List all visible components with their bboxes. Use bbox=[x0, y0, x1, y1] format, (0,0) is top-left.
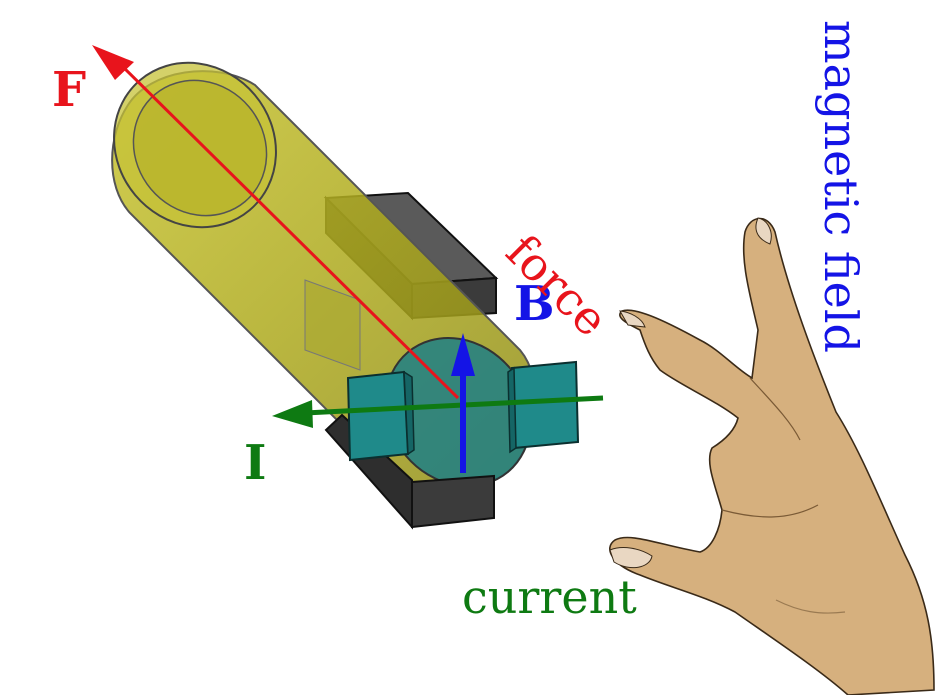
current-word-label: current bbox=[462, 570, 637, 624]
current-arrow bbox=[272, 395, 604, 428]
field-vector-label: B bbox=[514, 276, 555, 332]
brush-right bbox=[507, 360, 580, 454]
force-vector-label: F bbox=[52, 62, 87, 118]
current-vector-label: I bbox=[244, 435, 267, 491]
conductor-tube bbox=[111, 61, 537, 492]
magnet-bottom bbox=[324, 413, 495, 530]
force-arrow bbox=[92, 45, 460, 400]
field-word-label: magnetic field bbox=[814, 20, 868, 353]
brush-left bbox=[346, 370, 415, 462]
field-arrow bbox=[451, 333, 475, 473]
hand-illustration bbox=[609, 217, 935, 695]
